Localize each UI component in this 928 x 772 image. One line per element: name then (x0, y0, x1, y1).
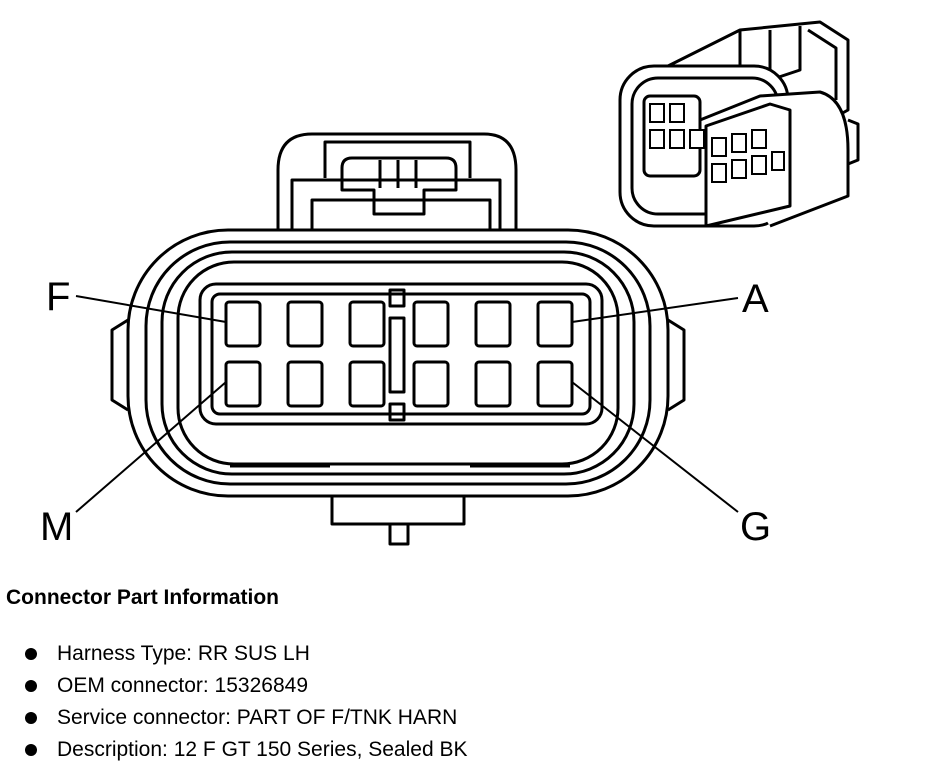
leader-f (75, 295, 227, 323)
connector-face (198, 282, 604, 426)
pin-cavities (224, 300, 574, 408)
bullet-icon (25, 744, 37, 756)
housing-outer (126, 228, 670, 498)
cavity-m (224, 360, 262, 408)
bullet-icon (25, 680, 37, 692)
info-item-service-connector: Service connector: PART OF F/TNK HARN (22, 702, 467, 734)
info-item-oem-connector: OEM connector: 15326849 (22, 670, 467, 702)
connector-face-diagram: F A M G (40, 20, 860, 549)
pin-label-f: F (46, 275, 70, 319)
cavity-a (536, 300, 574, 348)
pin-label-m: M (40, 505, 73, 549)
bullet-icon (25, 648, 37, 660)
cavity-f (224, 300, 262, 348)
latch-housing (276, 132, 518, 232)
bottom-foot (330, 496, 466, 526)
info-item-harness-type: Harness Type: RR SUS LH (22, 638, 467, 670)
connector-info-list: Harness Type: RR SUS LH OEM connector: 1… (22, 638, 467, 766)
leader-g (571, 381, 739, 513)
leader-m (75, 381, 227, 513)
pin-label-g: G (740, 505, 771, 549)
connector-info-heading: Connector Part Information (6, 586, 280, 609)
bullet-icon (25, 712, 37, 724)
latch-tab (340, 156, 458, 216)
cavity-g (536, 360, 574, 408)
pin-label-a: A (742, 277, 769, 321)
info-item-description: Description: 12 F GT 150 Series, Sealed … (22, 734, 467, 766)
connector-perspective-view (618, 20, 860, 228)
perspective-cavities (649, 103, 785, 183)
leader-a (571, 297, 739, 323)
